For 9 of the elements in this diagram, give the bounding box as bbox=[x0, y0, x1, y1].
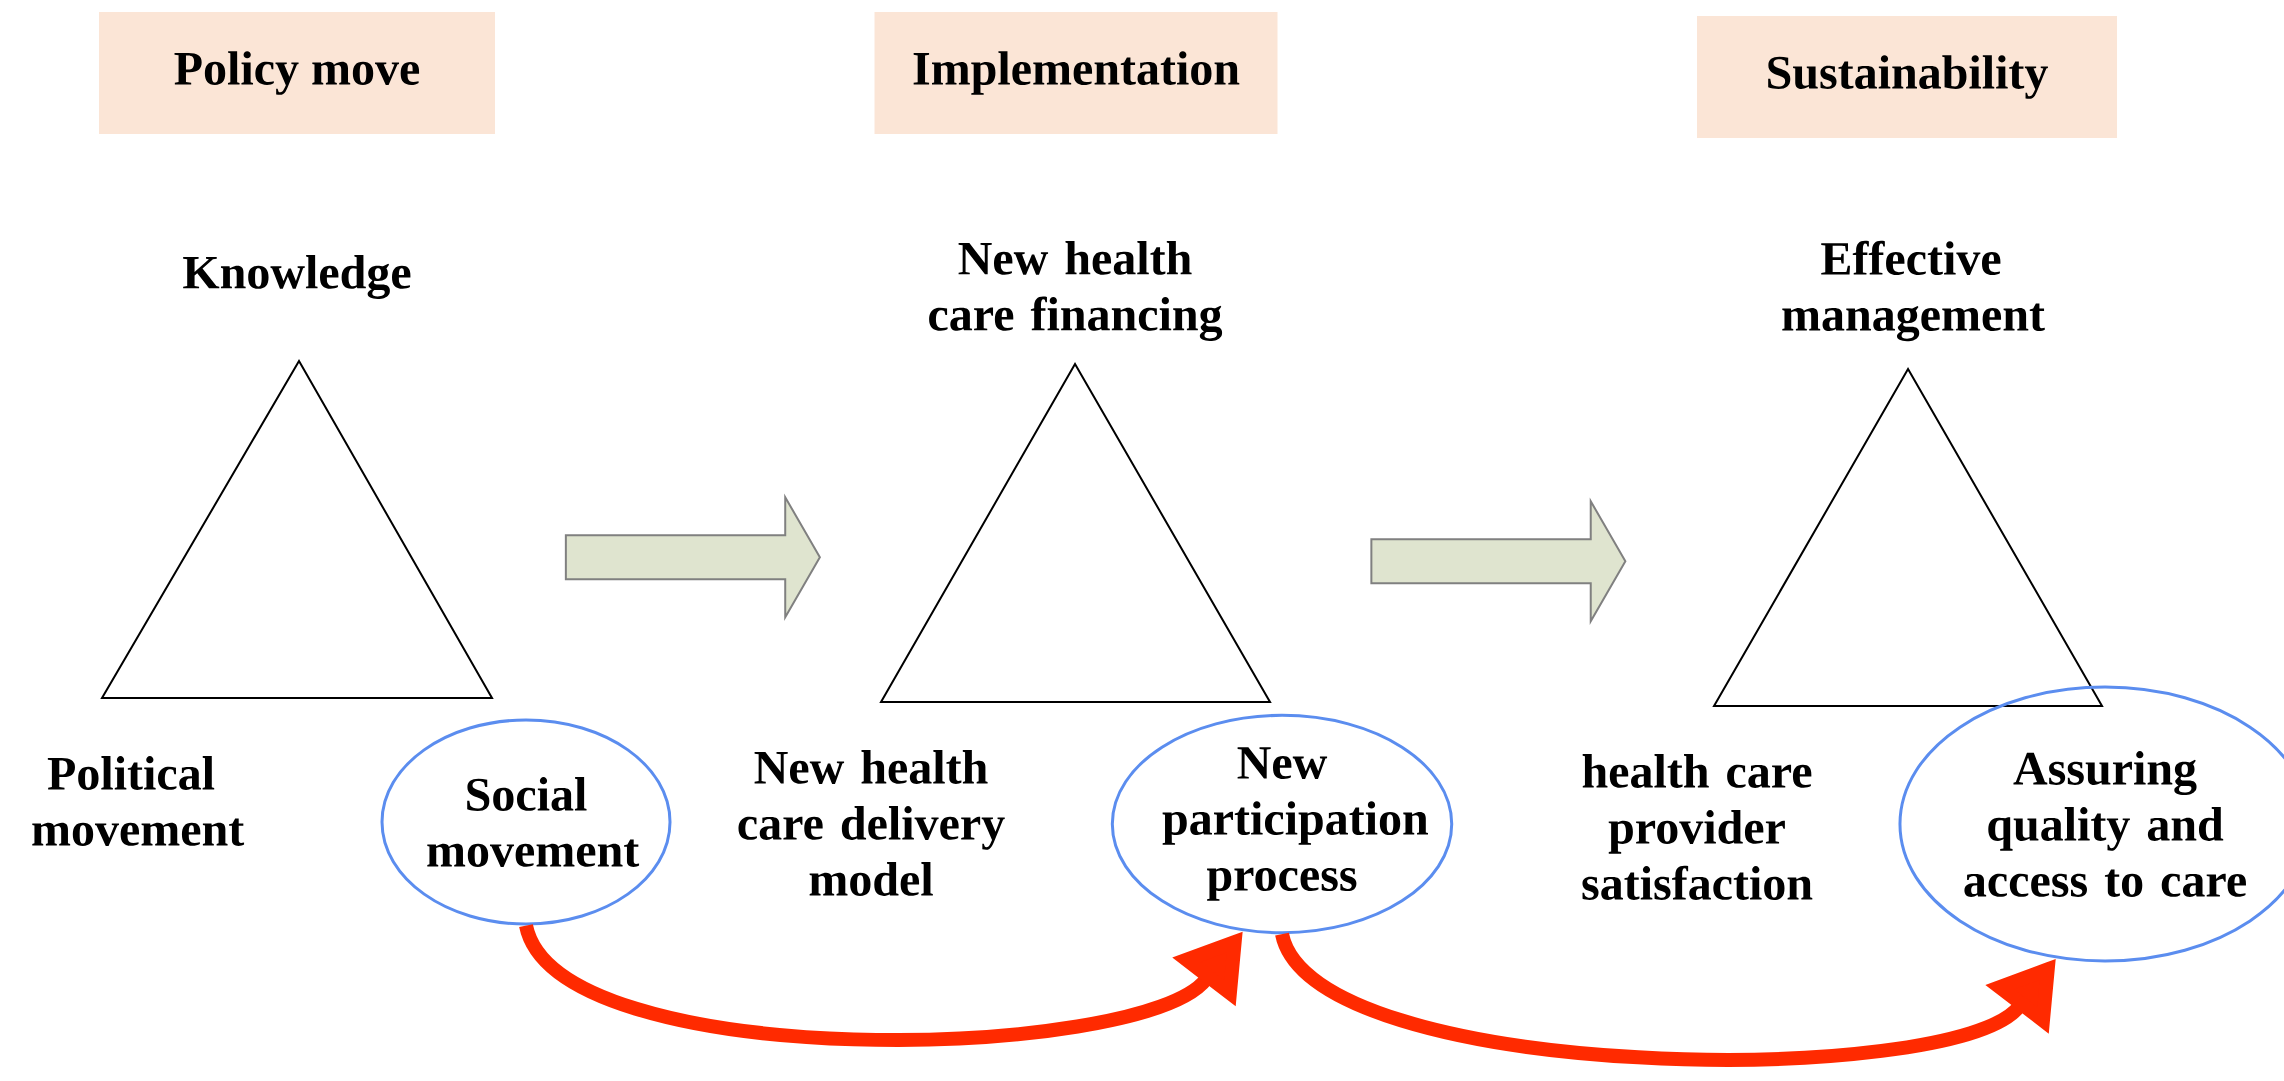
header-box: Implementation bbox=[874, 12, 1278, 134]
vertex-label: Effective management bbox=[1782, 240, 2045, 342]
vertex-label: New health care financing bbox=[929, 241, 1223, 341]
vertex-label: health care provider satisfaction bbox=[1582, 754, 1813, 900]
vertex-label: New health care delivery model bbox=[738, 750, 1005, 896]
vertex-label: Knowledge bbox=[183, 255, 411, 299]
header-box: Sustainability bbox=[1697, 16, 2118, 138]
vertex-label: Political movement bbox=[32, 756, 245, 846]
header-box: Policy move bbox=[99, 12, 495, 134]
